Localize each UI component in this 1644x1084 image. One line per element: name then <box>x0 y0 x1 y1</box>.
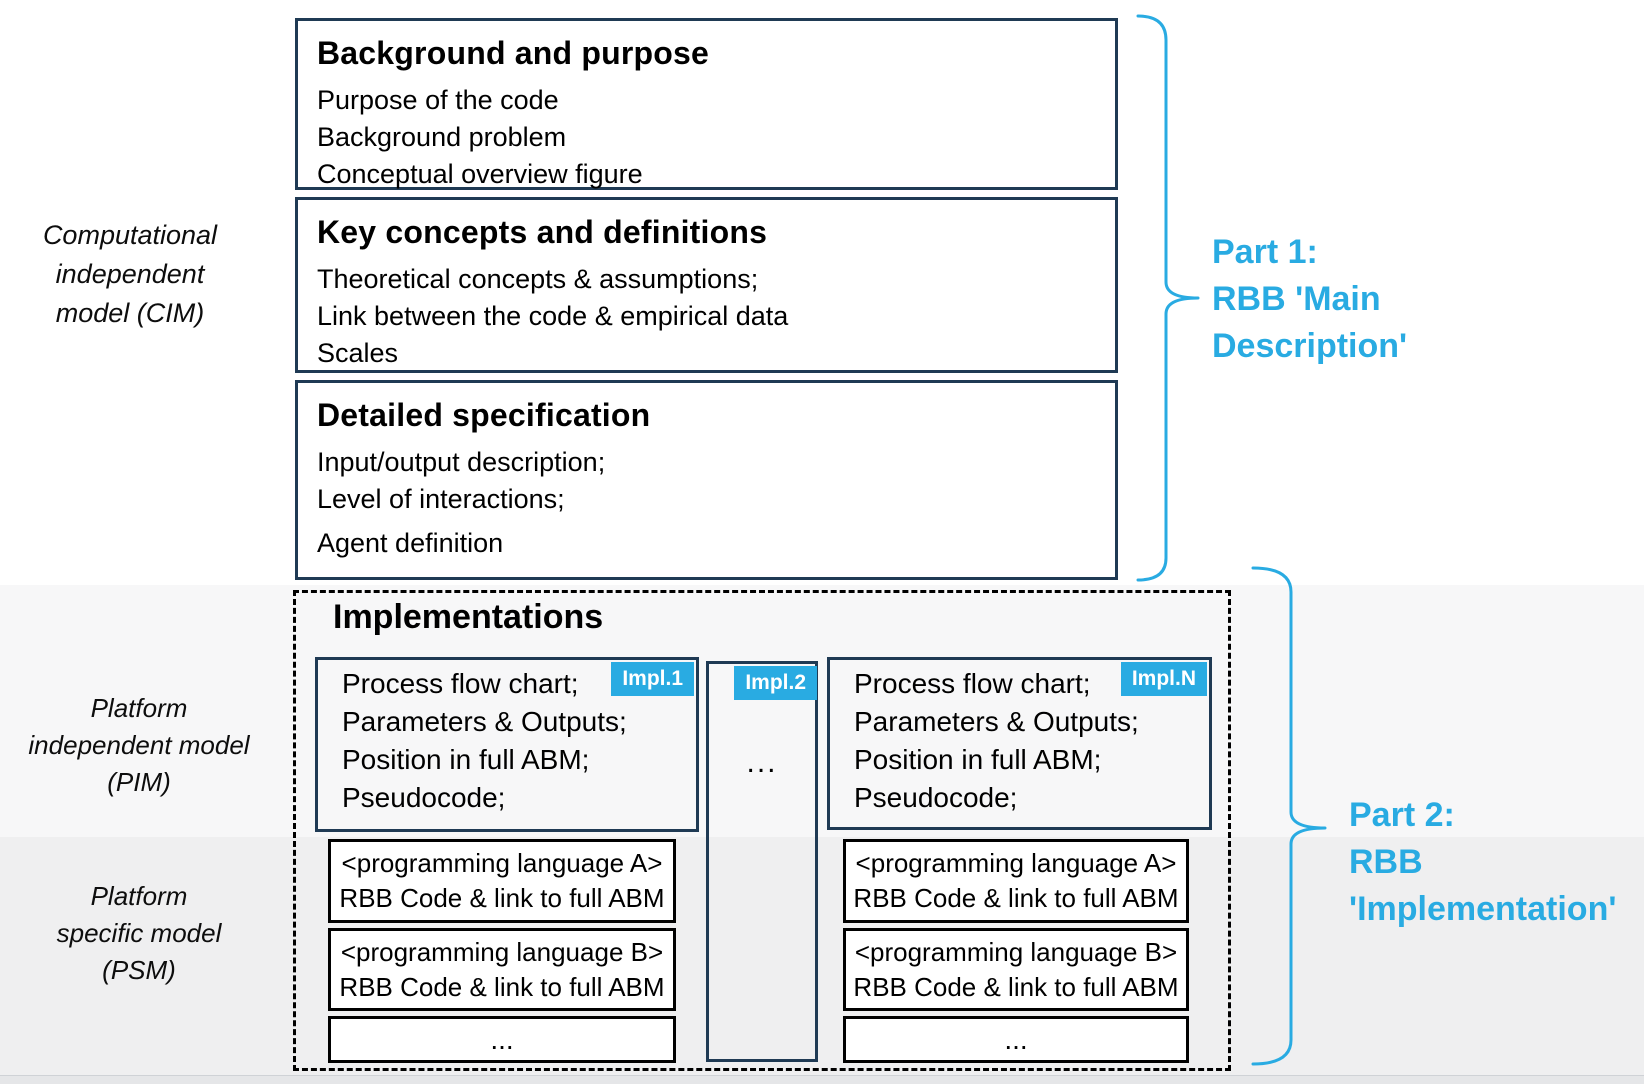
psm-box-line: RBB Code & link to full ABM <box>339 971 665 1002</box>
impl-1-lines: Process flow chart; Parameters & Outputs… <box>318 660 696 817</box>
psm-box-line: ... <box>490 1024 514 1055</box>
bottom-strip <box>0 1075 1644 1084</box>
box-title: Key concepts and definitions <box>317 214 768 250</box>
part1-label: Part 1: RBB 'Main Description' <box>1212 229 1407 370</box>
part2-brace <box>1251 566 1327 1066</box>
impl-n-badge: Impl.N <box>1120 662 1207 696</box>
part1-line: RBB 'Main <box>1212 280 1381 318</box>
box-detailed-specification: Detailed specification Input/output desc… <box>295 380 1118 580</box>
label-cim-line: independent <box>55 259 205 289</box>
psm-box-line: <programming language A> <box>341 848 663 878</box>
label-pim-line: (PIM) <box>107 767 171 797</box>
label-cim: Computational independent model (CIM) <box>26 216 234 333</box>
box-item: Agent definition <box>317 528 504 558</box>
psm-box-language-a: <programming language A> RBB Code & link… <box>328 839 676 923</box>
impl-line: Parameters & Outputs; <box>342 706 627 737</box>
box-item: Level of interactions; <box>317 484 565 514</box>
psm-box-line: RBB Code & link to full ABM <box>853 971 1179 1002</box>
impl-line: Pseudocode; <box>854 782 1018 813</box>
impl-1-badge: Impl.1 <box>611 662 694 696</box>
impl-line: Position in full ABM; <box>342 744 590 775</box>
psm-box-line: RBB Code & link to full ABM <box>853 883 1179 913</box>
part1-line: Part 1: <box>1212 233 1318 271</box>
impl-line: Pseudocode; <box>342 782 506 813</box>
psm-box-ellipsis: ... <box>328 1016 676 1063</box>
label-pim: Platform independent model (PIM) <box>6 690 272 801</box>
part2-line: RBB <box>1349 843 1423 881</box>
box-key-concepts: Key concepts and definitions Theoretical… <box>295 197 1118 373</box>
psm-background-band <box>0 837 1644 1075</box>
psm-box-line: <programming language A> <box>855 848 1177 878</box>
label-psm-line: Platform <box>90 881 188 911</box>
psm-box-line: <programming language B> <box>854 936 1178 967</box>
impl-line: Process flow chart; <box>854 668 1091 699</box>
implementations-dashed-box <box>293 590 1231 1071</box>
part2-line: Part 2: <box>1349 796 1455 834</box>
psm-box-language-b: <programming language B> RBB Code & link… <box>328 928 676 1011</box>
box-item: Scales <box>317 338 399 368</box>
label-cim-line: Computational <box>42 220 218 250</box>
impl-n-box: Impl.N Process flow chart; Parameters & … <box>827 657 1212 830</box>
box-item: Conceptual overview figure <box>317 159 643 189</box>
box-title: Detailed specification <box>317 397 651 433</box>
impl-line: Parameters & Outputs; <box>854 706 1139 737</box>
box-item: Link between the code & empirical data <box>317 301 789 331</box>
label-pim-line: independent model <box>28 730 250 760</box>
box-item: Background problem <box>317 122 567 152</box>
box-item: Theoretical concepts & assumptions; <box>317 264 759 294</box>
psm-box-line: <programming language B> <box>340 936 664 967</box>
label-psm: Platform specific model (PSM) <box>6 878 272 989</box>
implementations-title: Implementations <box>333 598 604 636</box>
part2-label: Part 2: RBB 'Implementation' <box>1349 792 1616 933</box>
label-pim-line: Platform <box>90 693 188 723</box>
box-item: Input/output description; <box>317 447 606 477</box>
impl-2-box: Impl.2 ... <box>706 661 818 1062</box>
part1-brace <box>1136 14 1200 582</box>
part1-line: Description' <box>1212 327 1408 365</box>
box-item: Purpose of the code <box>317 85 559 115</box>
label-cim-line: model (CIM) <box>55 298 205 328</box>
pim-background-band <box>0 585 1644 837</box>
impl-line: Process flow chart; <box>342 668 579 699</box>
part2-line: 'Implementation' <box>1349 890 1617 928</box>
impl-2-badge: Impl.2 <box>734 666 817 700</box>
psm-box-language-b: <programming language B> RBB Code & link… <box>843 928 1189 1011</box>
impl-line: Position in full ABM; <box>854 744 1102 775</box>
box-title: Background and purpose <box>317 35 709 71</box>
impl-1-box: Impl.1 Process flow chart; Parameters & … <box>315 657 699 832</box>
psm-box-line: RBB Code & link to full ABM <box>339 883 665 913</box>
label-psm-line: specific model <box>56 918 222 948</box>
impl-2-ellipsis: ... <box>746 746 778 779</box>
impl-n-lines: Process flow chart; Parameters & Outputs… <box>830 660 1209 817</box>
psm-box-ellipsis: ... <box>843 1016 1189 1063</box>
psm-box-line: ... <box>1004 1024 1028 1055</box>
psm-box-language-a: <programming language A> RBB Code & link… <box>843 839 1189 923</box>
box-background-and-purpose: Background and purpose Purpose of the co… <box>295 18 1118 190</box>
label-psm-line: (PSM) <box>102 955 176 985</box>
